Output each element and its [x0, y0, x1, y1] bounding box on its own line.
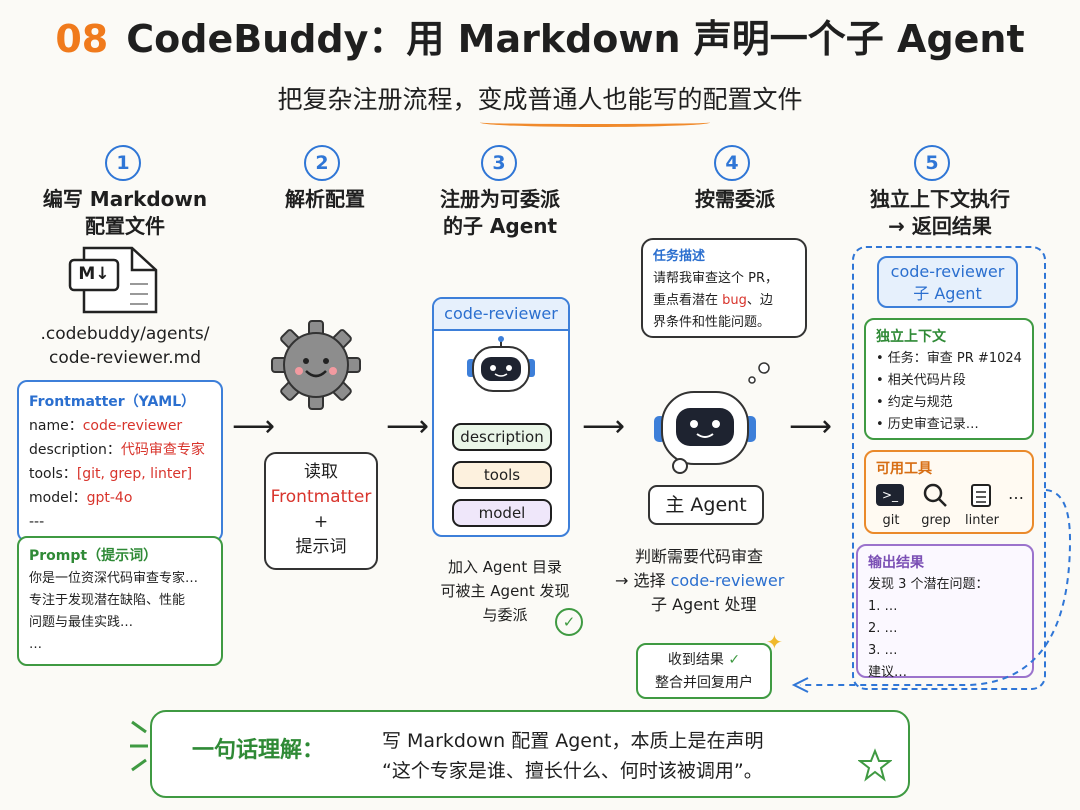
frontmatter-tools: tools：[git, grep, linter] — [29, 466, 193, 482]
frontmatter-description: description：代码审查专家 — [29, 442, 205, 458]
page-subtitle: 把复杂注册流程，变成普通人也能写的配置文件 — [277, 85, 803, 114]
arrow-right-icon: ⟶ — [386, 409, 430, 444]
summary-text: 写 Markdown 配置 Agent，本质上是在声明 “这个专家是谁、擅长什么… — [382, 730, 764, 782]
arrow-right-icon: ⟶ — [789, 409, 833, 444]
summary-box: 一句话理解： 写 Markdown 配置 Agent，本质上是在声明 “这个专家… — [150, 710, 910, 798]
checklist-icon — [970, 482, 992, 512]
subagent-title-card: code-reviewer 子 Agent — [877, 256, 1018, 308]
emphasis-marks — [128, 716, 152, 776]
page-title: 08 CodeBuddy：用 Markdown 声明一个子 Agent — [0, 8, 1080, 63]
step-title-2: 解析配置 — [285, 187, 365, 211]
delegate-caption: 判断需要代码审查 → 选择 code-reviewer 子 Agent 处理 — [615, 547, 785, 614]
step-title-5: 独立上下文执行→ 返回结果 — [870, 187, 1010, 238]
main-agent-label: 主 Agent — [648, 485, 764, 525]
robot-icon — [461, 335, 541, 405]
summary-label: 一句话理解： — [192, 738, 325, 763]
check-icon: ✓ — [728, 652, 741, 668]
agent-registry-card: code-reviewer description tools model — [432, 297, 570, 537]
main-agent-robot-icon — [650, 380, 760, 480]
magnifier-icon — [922, 482, 948, 512]
frontmatter-name: name：code-reviewer — [29, 418, 183, 434]
file-path: .codebuddy/agents/code-reviewer.md — [40, 324, 210, 368]
section-number: 08 — [55, 17, 109, 61]
thought-dots — [740, 360, 770, 390]
result-received-box: 收到结果 ✓ 整合并回复用户 — [636, 643, 772, 699]
output-result-card: 输出结果 发现 3 个潜在问题： 1. … 2. … 3. … 建议… — [856, 544, 1034, 680]
pill-description: description — [452, 423, 552, 451]
return-arrow — [791, 489, 1072, 693]
step-number-4: 4 — [714, 145, 750, 181]
check-circle-icon: ✓ — [555, 608, 583, 636]
registry-card-title: code-reviewer — [434, 299, 568, 331]
arrow-right-icon: ⟶ — [232, 409, 276, 444]
star-icon — [857, 748, 893, 786]
frontmatter-heading: Frontmatter（YAML） — [29, 394, 196, 410]
read-config-box: 读取 Frontmatter + 提示词 — [264, 452, 378, 570]
frontmatter-separator: --- — [29, 514, 45, 530]
more-tools: … — [1008, 484, 1024, 503]
pill-tools: tools — [452, 461, 552, 489]
task-heading: 任务描述 — [653, 249, 706, 264]
step-number-2: 2 — [304, 145, 340, 181]
registry-caption: 加入 Agent 目录 可被主 Agent 发现 与委派 — [440, 558, 570, 624]
independent-context-card: 独立上下文 • 任务：审查 PR #1024 • 相关代码片段 • 约定与规范 … — [864, 318, 1034, 440]
step-number-3: 3 — [481, 145, 517, 181]
title-text: CodeBuddy：用 Markdown 声明一个子 Agent — [126, 17, 1025, 61]
step-title-3: 注册为可委派的子 Agent — [440, 187, 560, 238]
sparkle-icon: ✦ — [766, 630, 783, 654]
task-description-bubble: 任务描述 请帮我审查这个 PR， 重点看潜在 bug、边 界条件和性能问题。 — [641, 238, 807, 338]
prompt-card: Prompt（提示词） 你是一位资深代码审查专家… 专注于发现潜在缺陷、性能 问… — [17, 536, 223, 666]
prompt-heading: Prompt（提示词） — [29, 548, 158, 564]
step-number-5: 5 — [914, 145, 950, 181]
pill-model: model — [452, 499, 552, 527]
frontmatter-card: Frontmatter（YAML） name：code-reviewer des… — [17, 380, 223, 542]
gear-icon — [266, 315, 366, 415]
subagent-context-frame — [852, 246, 1046, 690]
step-number-1: 1 — [105, 145, 141, 181]
frontmatter-model: model：gpt-4o — [29, 490, 133, 506]
arrow-right-icon: ⟶ — [582, 409, 626, 444]
subtitle-underline — [480, 118, 710, 127]
terminal-icon: >_ — [876, 484, 904, 506]
available-tools-card: 可用工具 >_ … git grep linter — [864, 450, 1034, 534]
markdown-file-icon: M↓ — [68, 246, 160, 314]
step-title-4: 按需委派 — [695, 187, 775, 211]
